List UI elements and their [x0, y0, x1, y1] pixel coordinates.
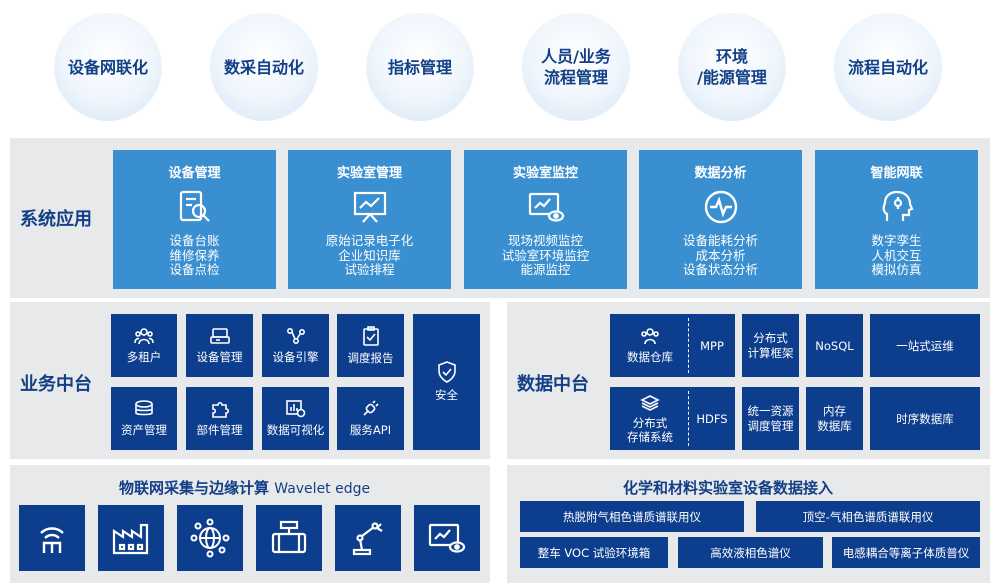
- pulse-circle-icon: [704, 190, 738, 224]
- ai-head-icon: [882, 190, 914, 221]
- app-lines: 数字孪生 人机交互 模拟仿真: [871, 233, 922, 277]
- monitor-eye-icon: [528, 192, 565, 222]
- tile-security[interactable]: 安全: [413, 314, 480, 450]
- tile-label: 调度报告: [347, 350, 394, 365]
- users-icon: [641, 327, 659, 344]
- tile-label: 一站式运维: [896, 338, 954, 353]
- tile-label: 安全: [435, 388, 458, 402]
- tile-label: NoSQL: [815, 338, 854, 353]
- iot-pipe-valve[interactable]: [256, 505, 322, 571]
- circle-data-acquisition: 数采自动化: [210, 13, 318, 121]
- shield-check-icon: [437, 361, 456, 383]
- tile-data-warehouse[interactable]: 数据仓库: [612, 314, 688, 377]
- divider: [688, 318, 689, 373]
- tile-distributed-storage[interactable]: 分布式 存储系统: [612, 387, 688, 450]
- pipe-valve-icon: [271, 520, 307, 554]
- chart-icon: [285, 399, 305, 417]
- tile-schedule-report[interactable]: 调度报告: [337, 314, 404, 377]
- users-icon: [134, 327, 154, 344]
- puzzle-icon: [211, 401, 229, 418]
- tile-label: MPP: [700, 338, 724, 353]
- app-title: 实验室监控: [512, 166, 578, 181]
- app-data-analysis[interactable]: 数据分析 设备能耗分析 成本分析 设备状态分析: [639, 150, 802, 289]
- app-lines: 设备能耗分析 成本分析 设备状态分析: [682, 233, 758, 277]
- device-icon: [209, 327, 230, 344]
- iot-monitor[interactable]: [414, 505, 480, 571]
- device-search-icon: [179, 190, 210, 222]
- robot-arm-icon: [352, 522, 383, 556]
- layers-icon: [640, 394, 660, 411]
- iot-router[interactable]: [19, 505, 85, 571]
- app-title: 设备管理: [168, 166, 221, 181]
- iot-edge-title: 物联网采集与边缘计算 Wavelet edge: [119, 477, 370, 498]
- tile-distributed-compute[interactable]: 分布式 计算框架: [742, 314, 799, 377]
- tile-label: 数据仓库: [627, 349, 673, 364]
- plug-icon: [362, 399, 379, 416]
- iot-robot-arm[interactable]: [335, 505, 401, 571]
- data-platform-label: 数据中台: [517, 374, 589, 395]
- tile-one-stop-ops[interactable]: 一站式运维: [870, 314, 980, 377]
- tile-label: 设备管理: [196, 349, 243, 364]
- lab-access-title: 化学和材料实验室设备数据接入: [623, 479, 834, 497]
- tile-unified-scheduling[interactable]: 统一资源 调度管理: [742, 387, 799, 450]
- app-title: 智能网联: [870, 166, 923, 181]
- business-platform-label: 业务中台: [20, 374, 92, 395]
- divider: [688, 391, 689, 446]
- app-lines: 现场视频监控 试验室环境监控 能源监控: [501, 233, 590, 277]
- circle-process-automation: 流程自动化: [834, 13, 942, 121]
- tile-asset-management[interactable]: 资产管理: [111, 387, 177, 450]
- monitor-eye-icon: [428, 523, 466, 553]
- tile-service-api[interactable]: 服务API: [337, 387, 404, 450]
- tile-label: 数据可视化: [266, 422, 325, 437]
- presentation-board-icon: [353, 191, 387, 223]
- tile-in-memory-db[interactable]: 内存 数据库: [806, 387, 863, 450]
- instrument-item[interactable]: 电感耦合等离子体质普仪: [832, 537, 980, 568]
- tile-data-visualization[interactable]: 数据可视化: [262, 387, 329, 450]
- tile-label: HDFS: [696, 411, 728, 426]
- clipboard-check-icon: [362, 325, 379, 346]
- tile-component-management[interactable]: 部件管理: [186, 387, 253, 450]
- tile-device-management[interactable]: 设备管理: [186, 314, 253, 377]
- circle-device-networking: 设备网联化: [54, 13, 162, 121]
- network-icon: [286, 327, 305, 344]
- factory-icon: [112, 523, 149, 555]
- circle-environment-energy: 环境 /能源管理: [678, 13, 786, 121]
- tile-nosql[interactable]: NoSQL: [806, 314, 863, 377]
- app-title: 实验室管理: [336, 166, 402, 181]
- app-smart-networking[interactable]: 智能网联 数字孪生 人机交互 模拟仿真: [815, 150, 978, 289]
- instrument-item[interactable]: 热脱附气相色谱质谱联用仪: [520, 501, 744, 532]
- circle-indicator-management: 指标管理: [366, 13, 474, 121]
- iot-globe-network[interactable]: [177, 505, 243, 571]
- app-lab-management[interactable]: 实验室管理 原始记录电子化 企业知识库 试验排程: [288, 150, 451, 289]
- globe-network-icon: [190, 518, 230, 558]
- tile-timeseries-db[interactable]: 时序数据库: [870, 387, 980, 450]
- router-icon: [40, 527, 64, 553]
- circle-personnel-process: 人员/业务 流程管理: [522, 13, 630, 121]
- iot-edge-title-cn: 物联网采集与边缘计算: [119, 479, 270, 497]
- tile-device-engine[interactable]: 设备引擎: [262, 314, 329, 377]
- tile-mpp[interactable]: MPP: [690, 314, 734, 377]
- tile-hdfs[interactable]: HDFS: [690, 387, 734, 450]
- instrument-item[interactable]: 整车 VOC 试验环境箱: [520, 537, 668, 568]
- system-apps-label: 系统应用: [20, 209, 92, 230]
- tile-label: 部件管理: [196, 422, 243, 437]
- app-device-management[interactable]: 设备管理 设备台账 维修保养 设备点检: [113, 150, 276, 289]
- tile-label: 多租户: [126, 349, 162, 364]
- app-lines: 原始记录电子化 企业知识库 试验排程: [325, 233, 414, 277]
- tile-label: 资产管理: [121, 422, 167, 437]
- app-lab-monitoring[interactable]: 实验室监控 现场视频监控 试验室环境监控 能源监控: [464, 150, 627, 289]
- tile-label: 时序数据库: [896, 411, 954, 426]
- app-lines: 设备台账 维修保养 设备点检: [169, 233, 220, 277]
- app-title: 数据分析: [694, 166, 747, 181]
- tile-label: 分布式 存储系统: [627, 415, 673, 444]
- tile-label: 设备引擎: [272, 349, 319, 364]
- instrument-item[interactable]: 顶空-气相色谱质谱联用仪: [756, 501, 980, 532]
- iot-factory[interactable]: [98, 505, 164, 571]
- tile-label: 服务API: [349, 422, 392, 437]
- iot-edge-title-en: Wavelet edge: [274, 481, 371, 497]
- iot-edge-panel: [10, 465, 490, 583]
- coins-icon: [135, 399, 153, 415]
- tile-multi-tenant[interactable]: 多租户: [111, 314, 177, 377]
- instrument-item[interactable]: 高效液相色谱仪: [678, 537, 823, 568]
